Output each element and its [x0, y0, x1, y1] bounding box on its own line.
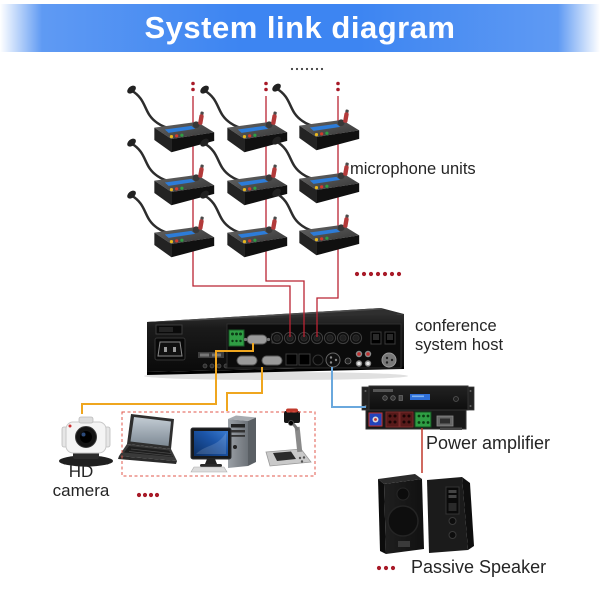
- conference-system-host-device: [144, 308, 408, 380]
- document-camera-device: [265, 408, 312, 467]
- microphone-units-group: [124, 80, 361, 259]
- desktop-computer-device: [190, 415, 256, 473]
- conference-host-label-line2: system host: [415, 336, 504, 354]
- conference-host-label: conference system host: [415, 317, 503, 355]
- av-sources-dashed-box: [121, 411, 316, 477]
- green-terminal-block: [228, 329, 245, 347]
- speaker-ellipsis-dots: [376, 565, 396, 571]
- passive-speaker-devices: [378, 474, 474, 554]
- conference-host-label-line1: conference: [415, 317, 497, 335]
- title-banner: System link diagram: [0, 4, 600, 52]
- hd-camera-label-line1: HD: [68, 462, 94, 481]
- laptop-device: [118, 414, 177, 464]
- power-amplifier-label: Power amplifier: [426, 433, 551, 453]
- hd-camera-label-line2: camera: [52, 481, 110, 500]
- mic-ellipsis-dots-top: [290, 67, 324, 71]
- video-lines: [81, 343, 263, 414]
- mic-bus-start-dots: [191, 81, 340, 92]
- mic-ellipsis-dots-right: [354, 271, 402, 277]
- sources-video-line: [226, 367, 263, 411]
- passive-speaker-label: Passive Speaker: [411, 557, 547, 577]
- sources-ellipsis-dots: [136, 492, 160, 498]
- hd-camera-label: HD camera: [48, 462, 114, 500]
- vga-port: [246, 334, 268, 345]
- power-amplifier-device: [361, 385, 475, 430]
- microphone-units-label: microphone units: [350, 160, 476, 178]
- page-title: System link diagram: [144, 10, 456, 45]
- hd-camera-device: [59, 416, 113, 467]
- mic-din-ports: [270, 331, 363, 345]
- camera-video-line: [81, 343, 254, 414]
- audio-line-to-amp: [331, 367, 366, 408]
- xlr-out-port: [325, 352, 341, 368]
